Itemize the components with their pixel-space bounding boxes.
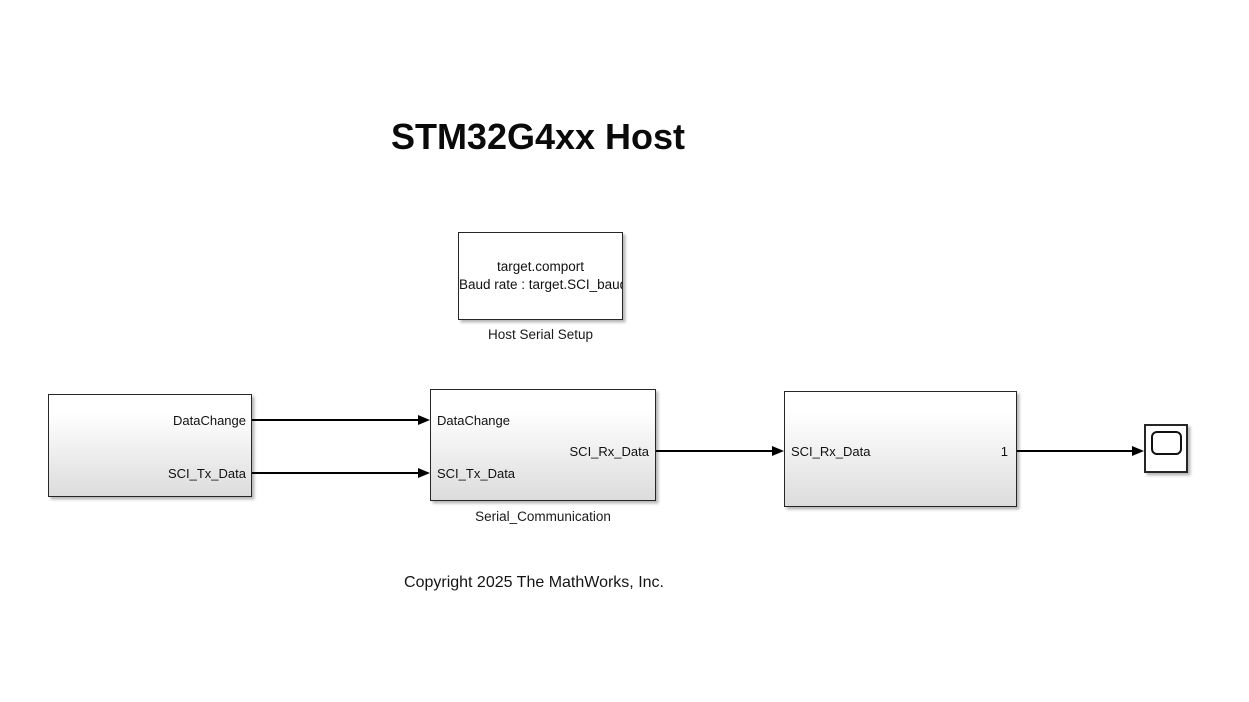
port-label-sci-tx-data-out: SCI_Tx_Data [167, 466, 246, 481]
arrowhead-icon [418, 468, 430, 478]
signal-line-segment[interactable] [1017, 450, 1133, 452]
host-serial-setup-comport-text: target.comport [496, 259, 585, 274]
block-label-host-serial-setup[interactable]: Host Serial Setup [487, 327, 594, 342]
port-label-datachange-in: DataChange [437, 413, 510, 428]
model-title-annotation[interactable]: STM32G4xx Host [390, 116, 686, 157]
signal-line-segment[interactable] [252, 472, 419, 474]
copyright-annotation: Copyright 2025 The MathWorks, Inc. [404, 574, 664, 591]
block-label-serial-communication[interactable]: Serial_Communication [475, 509, 611, 524]
block-serial-communication[interactable]: DataChange SCI_Tx_Data SCI_Rx_Data [430, 389, 656, 501]
port-label-sci-tx-data-in: SCI_Tx_Data [437, 466, 516, 481]
arrowhead-icon [1132, 446, 1144, 456]
arrowhead-icon [772, 446, 784, 456]
scope-screen-icon [1151, 431, 1182, 455]
host-serial-setup-baudrate-text: Baud rate : target.SCI_baud_rate [459, 277, 622, 292]
block-scope[interactable] [1144, 424, 1188, 473]
port-label-sci-rx-data-out: SCI_Rx_Data [569, 444, 649, 459]
port-label-sci-rx-data-in: SCI_Rx_Data [791, 444, 871, 459]
signal-line-segment[interactable] [252, 419, 419, 421]
block-receiver-subsystem[interactable]: SCI_Rx_Data 1 [784, 391, 1017, 507]
host-serial-setup-text: target.comport Baud rate : target.SCI_ba… [459, 258, 622, 294]
port-label-datachange-out: DataChange [173, 413, 246, 428]
block-host-serial-setup[interactable]: target.comport Baud rate : target.SCI_ba… [458, 232, 623, 320]
port-label-out-1: 1 [1000, 444, 1008, 459]
signal-line-segment[interactable] [656, 450, 773, 452]
block-source-subsystem[interactable]: DataChange SCI_Tx_Data [48, 394, 252, 497]
arrowhead-icon [418, 415, 430, 425]
